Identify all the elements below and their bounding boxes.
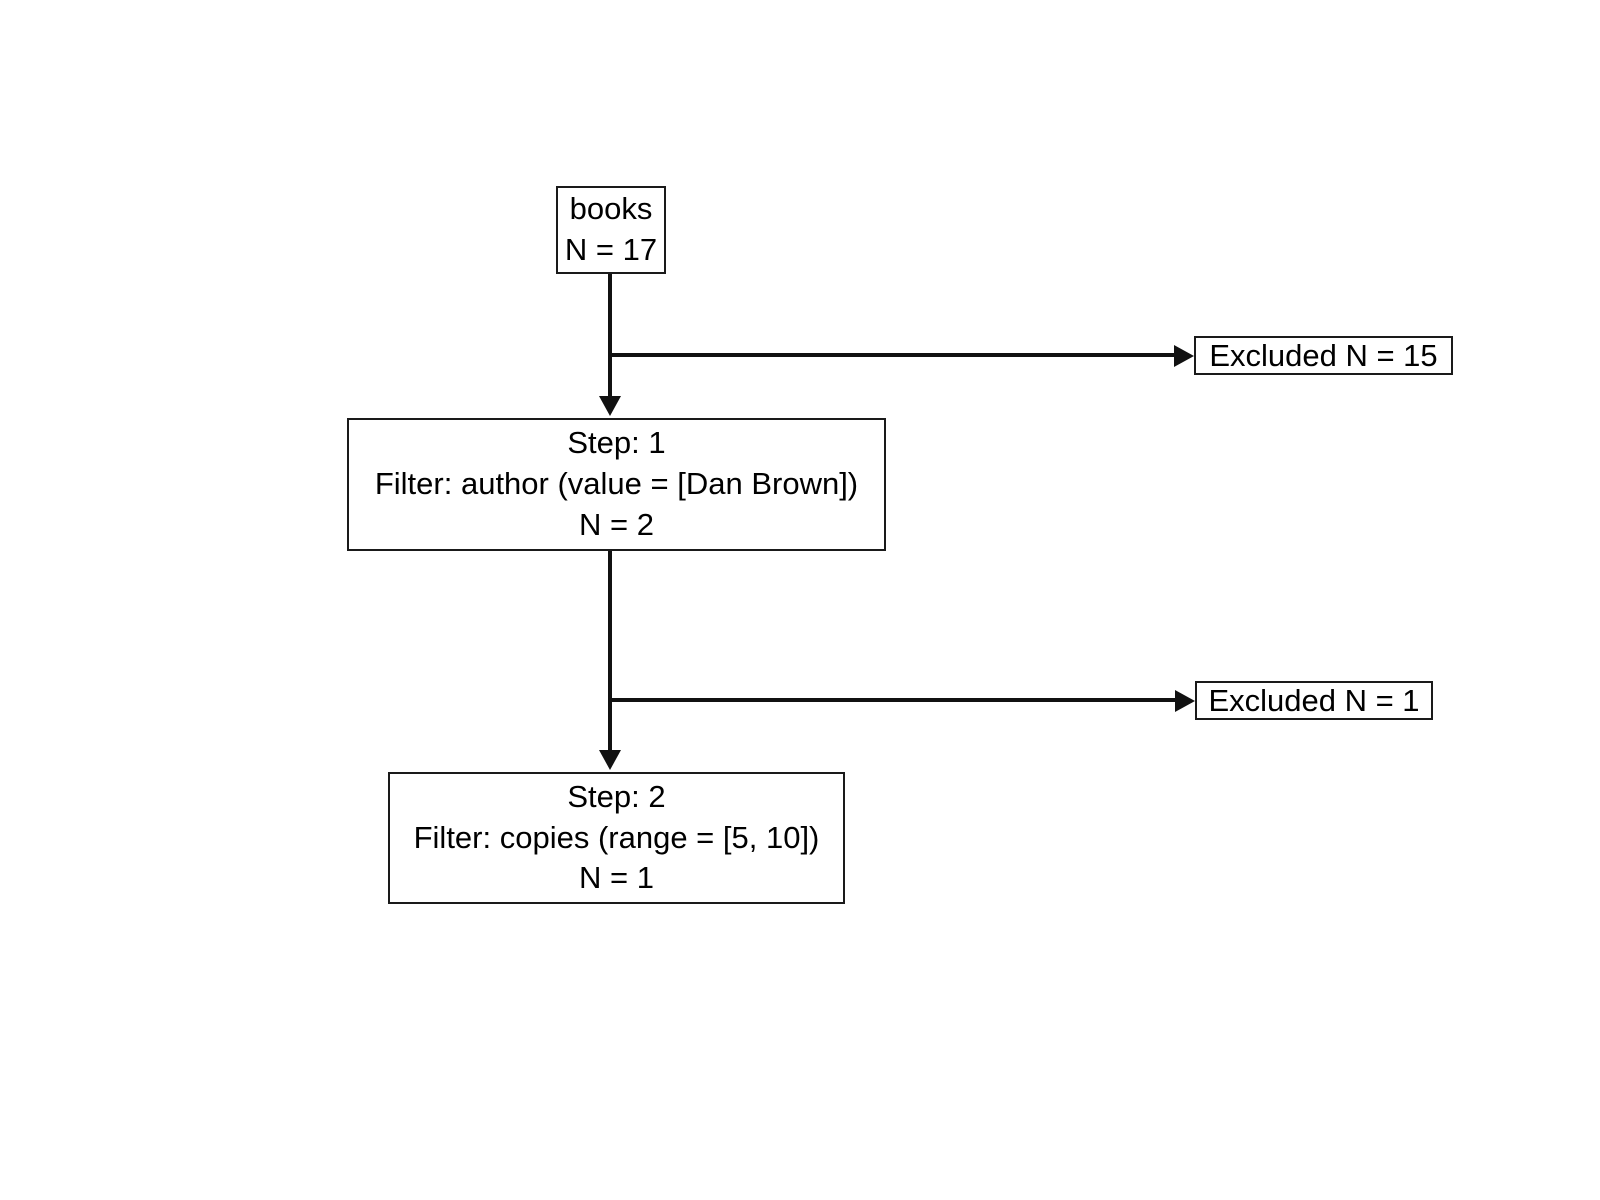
edge-source-to-excluded1: [610, 353, 1176, 357]
step2-step-label: Step: 2: [567, 778, 666, 814]
source-count: N = 17: [564, 232, 658, 267]
node-excluded-2[interactable]: Excluded N = 1: [1195, 681, 1433, 720]
edge-source-to-step1: [608, 273, 612, 398]
edge-step1-to-excluded2: [610, 698, 1177, 702]
step1-count: N = 2: [579, 506, 654, 542]
excluded-2-label: Excluded N = 1: [1208, 683, 1420, 718]
step2-filter-label: Filter: copies (range = [5, 10]): [413, 819, 820, 855]
node-step-1[interactable]: Step: 1 Filter: author (value = [Dan Bro…: [347, 418, 886, 551]
arrowhead-step1-to-excluded2: [1175, 690, 1195, 712]
source-name: books: [569, 191, 653, 227]
node-step-2[interactable]: Step: 2 Filter: copies (range = [5, 10])…: [388, 772, 845, 904]
step2-count: N = 1: [579, 860, 654, 896]
node-source-books[interactable]: books N = 17: [556, 186, 666, 274]
step1-filter-label: Filter: author (value = [Dan Brown]): [374, 466, 859, 502]
arrowhead-step1-to-step2: [599, 750, 621, 770]
step1-step-label: Step: 1: [567, 425, 666, 461]
node-excluded-1[interactable]: Excluded N = 15: [1194, 336, 1453, 375]
arrowhead-source-to-excluded1: [1174, 345, 1194, 367]
arrowhead-source-to-step1: [599, 396, 621, 416]
excluded-1-label: Excluded N = 15: [1209, 338, 1438, 373]
edge-step1-to-step2: [608, 550, 612, 752]
